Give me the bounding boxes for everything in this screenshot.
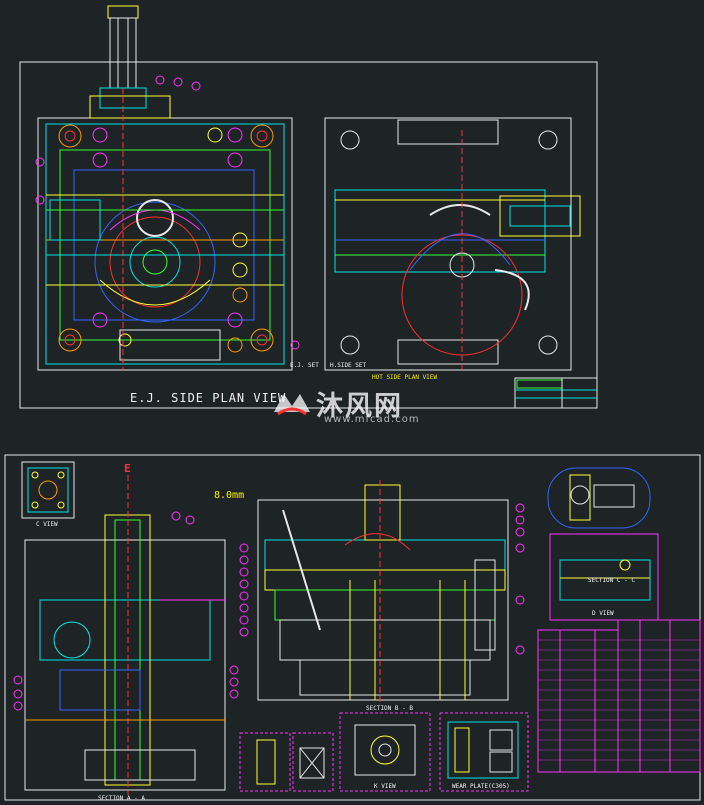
section-bb-label: SECTION B - B [366, 705, 413, 712]
hot-side-set-note: H.SIDE SET [330, 362, 367, 369]
d-view-drawing [547, 467, 659, 621]
hot-side-title: HOT SIDE PLAN VIEW [372, 374, 438, 381]
section-cc-label: SECTION C - C [588, 577, 635, 584]
k-view-label: K VIEW [374, 783, 396, 790]
detail-boxes [239, 732, 334, 792]
ej-side-title: E.J. SIDE PLAN VIEW [130, 391, 287, 405]
watermark-brand: 沐风网 [316, 391, 403, 422]
section-bb-drawing [257, 480, 509, 705]
watermark: 沐风网 www.mfcad.com [272, 384, 419, 425]
ej-side-plate [37, 88, 293, 371]
watermark-url: www.mfcad.com [324, 414, 420, 425]
c-view-drawing [21, 461, 75, 519]
section-aa-label: SECTION A - A [98, 795, 145, 802]
marker-e: E [124, 462, 131, 475]
top-sheet-border [19, 61, 598, 409]
wear-plate-label: WEAR PLATE(C305) [452, 783, 510, 790]
ej-set-note: E.J. SET [290, 362, 319, 369]
hot-side-plate [324, 117, 581, 371]
d-view-label: D VIEW [592, 610, 614, 617]
k-view-drawing [339, 712, 431, 792]
mfcad-logo-icon [274, 393, 310, 415]
wear-plate-drawing [439, 712, 529, 792]
reference-balloons [13, 75, 525, 711]
parts-list-rows [538, 639, 700, 761]
section-aa-drawing [24, 475, 226, 795]
dimension-note: 8.0mm [214, 490, 245, 501]
c-view-label: C VIEW [36, 521, 58, 528]
top-title-block [514, 377, 598, 409]
parts-list-table [537, 619, 701, 773]
